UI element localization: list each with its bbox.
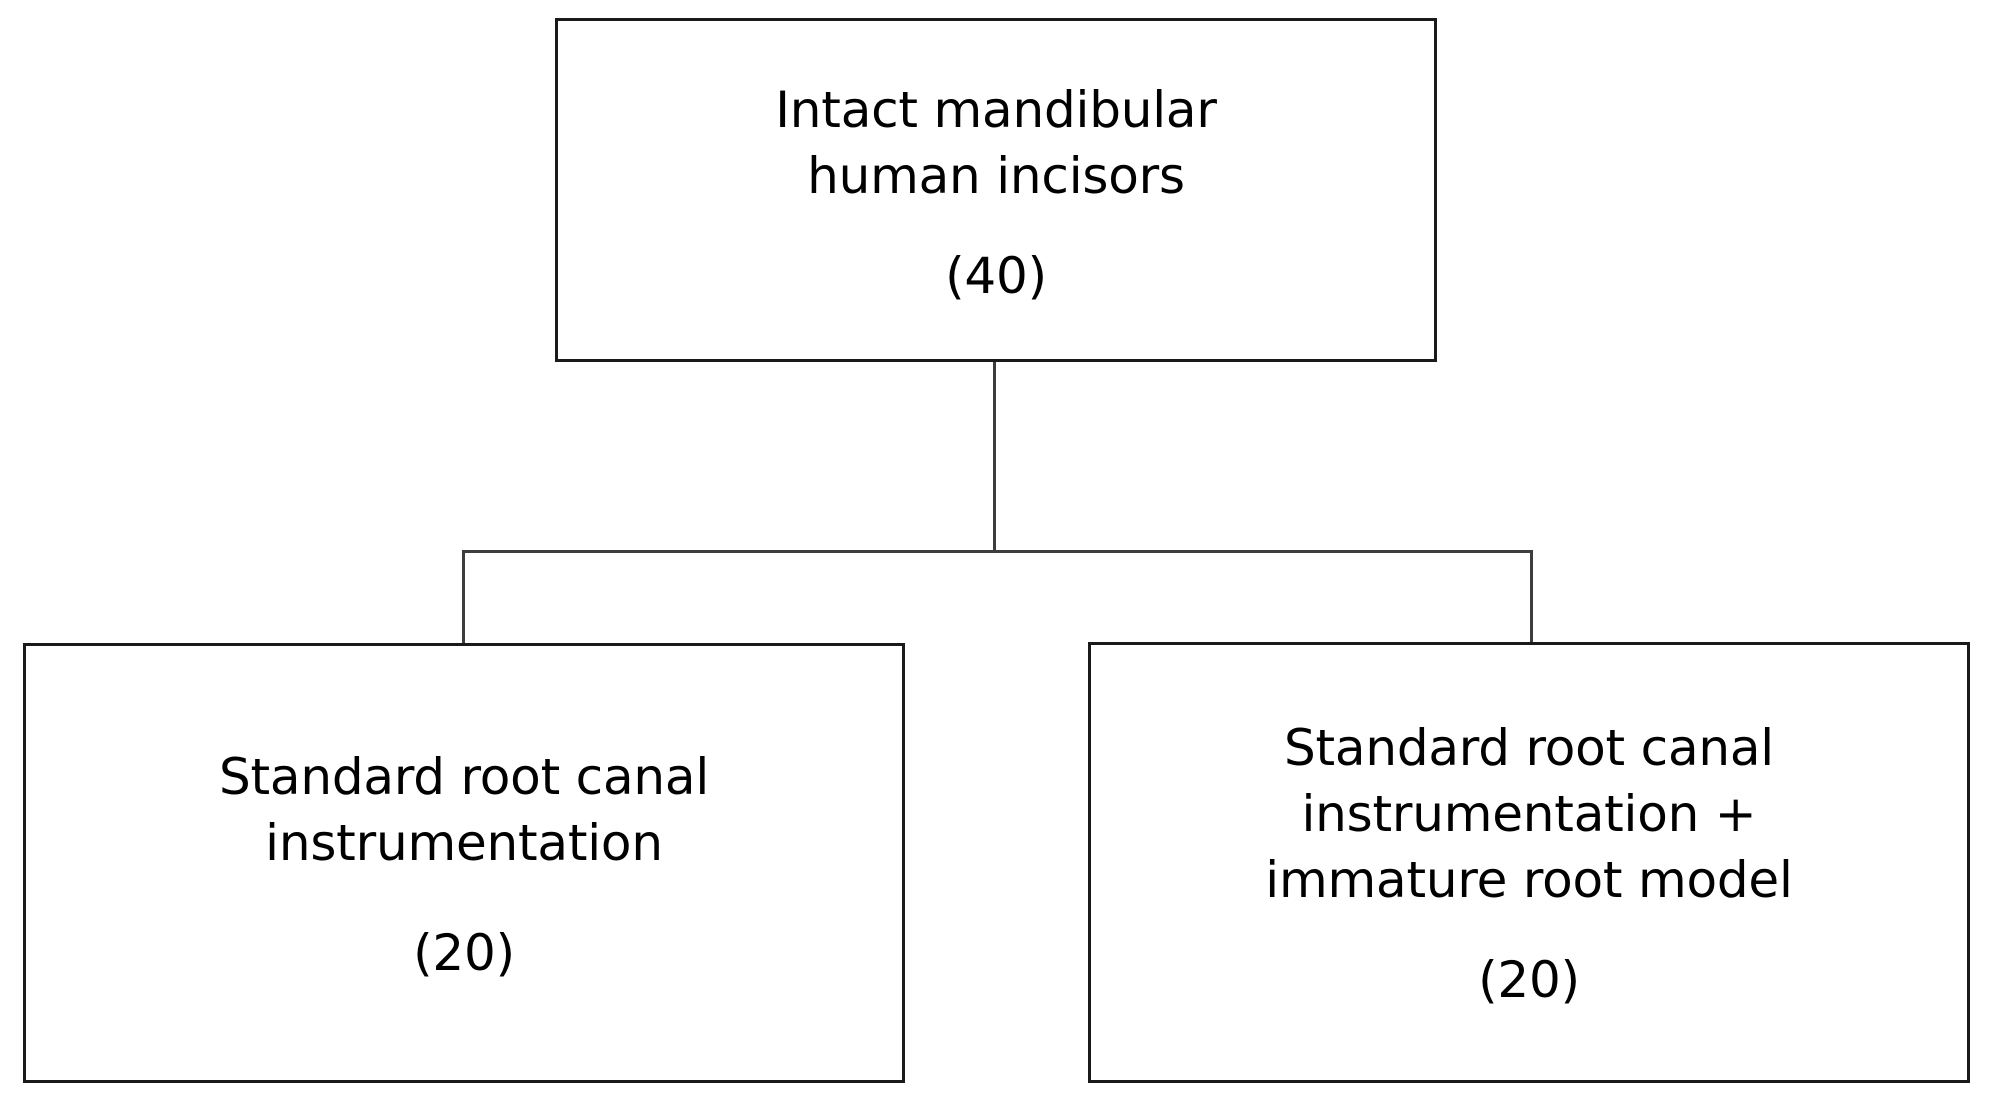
node-experimental-title: Standard root canal instrumentation + im… xyxy=(1265,718,1793,909)
node-control-count: (20) xyxy=(413,924,515,982)
node-experimental-count: (20) xyxy=(1478,950,1580,1009)
node-standard-root-canal-instrumentation-immature-root-model[interactable]: Standard root canal instrumentation + im… xyxy=(1088,642,1970,1083)
connector-horizontal-bus xyxy=(462,550,1533,553)
node-control-title: Standard root canal instrumentation xyxy=(218,748,710,872)
node-intact-mandibular-human-incisors[interactable]: Intact mandibular human incisors (40) xyxy=(555,18,1437,362)
connector-branch-right xyxy=(1530,550,1533,644)
node-standard-root-canal-instrumentation[interactable]: Standard root canal instrumentation (20) xyxy=(23,643,905,1083)
node-root-count: (40) xyxy=(945,247,1047,305)
node-root-title: Intact mandibular human incisors xyxy=(775,81,1217,205)
connector-branch-left xyxy=(462,550,465,645)
connector-stem-root-to-bus xyxy=(993,362,996,553)
